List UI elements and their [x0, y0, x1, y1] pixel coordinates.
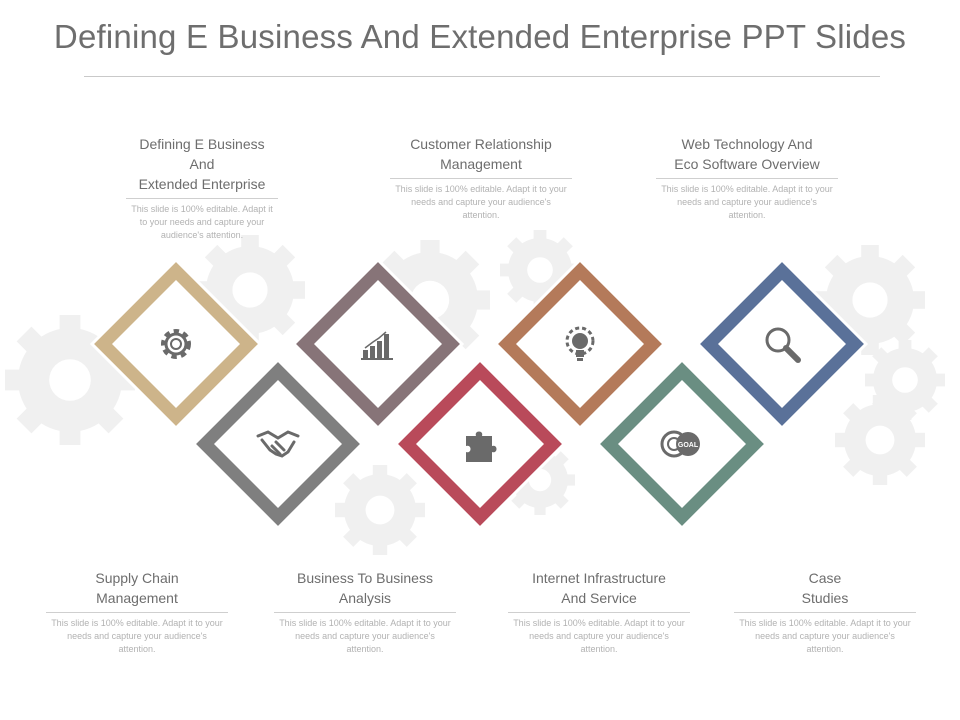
item-title: Web Technology And Eco Software Overview	[656, 134, 838, 179]
item-description: This slide is 100% editable. Adapt it to…	[661, 184, 833, 220]
item-title: Case Studies	[734, 568, 916, 613]
puzzle-piece-icon	[466, 431, 497, 462]
top-item: Customer Relationship Management This sl…	[386, 134, 576, 222]
bottom-item: Supply Chain Management This slide is 10…	[42, 568, 232, 656]
handshake-icon	[256, 430, 300, 458]
item-title: Supply Chain Management	[46, 568, 228, 613]
diamond-crimson	[393, 357, 567, 531]
bottom-item: Case Studies This slide is 100% editable…	[730, 568, 920, 656]
item-description: This slide is 100% editable. Adapt it to…	[51, 618, 223, 654]
goal-label: GOAL	[678, 442, 699, 449]
diamond-mauve	[291, 257, 465, 431]
title-divider	[84, 76, 880, 77]
top-item: Web Technology And Eco Software Overview…	[652, 134, 842, 222]
item-title: Defining E Business And Extended Enterpr…	[126, 134, 278, 199]
diamond-gray	[191, 357, 365, 531]
gear-icon	[161, 329, 191, 359]
item-title: Customer Relationship Management	[390, 134, 572, 179]
diamond-copper	[493, 257, 667, 431]
item-title: Internet Infrastructure And Service	[508, 568, 690, 613]
bar-chart-icon	[361, 331, 393, 360]
diamond-teal: GOAL	[595, 357, 769, 531]
diamond-tan	[89, 257, 263, 431]
item-title: Business To Business Analysis	[274, 568, 456, 613]
goal-target-icon: GOAL	[660, 430, 700, 458]
top-item: Defining E Business And Extended Enterpr…	[122, 134, 282, 242]
bottom-item: Internet Infrastructure And Service This…	[504, 568, 694, 656]
item-description: This slide is 100% editable. Adapt it to…	[513, 618, 685, 654]
magnifier-icon	[765, 327, 801, 363]
lightbulb-icon	[565, 326, 595, 361]
item-description: This slide is 100% editable. Adapt it to…	[279, 618, 451, 654]
slide-title: Defining E Business And Extended Enterpr…	[53, 18, 907, 55]
item-description: This slide is 100% editable. Adapt it to…	[395, 184, 567, 220]
diamond-slate-blue	[695, 257, 869, 431]
bottom-item: Business To Business Analysis This slide…	[270, 568, 460, 656]
item-description: This slide is 100% editable. Adapt it to…	[739, 618, 911, 654]
item-description: This slide is 100% editable. Adapt it to…	[131, 204, 273, 240]
